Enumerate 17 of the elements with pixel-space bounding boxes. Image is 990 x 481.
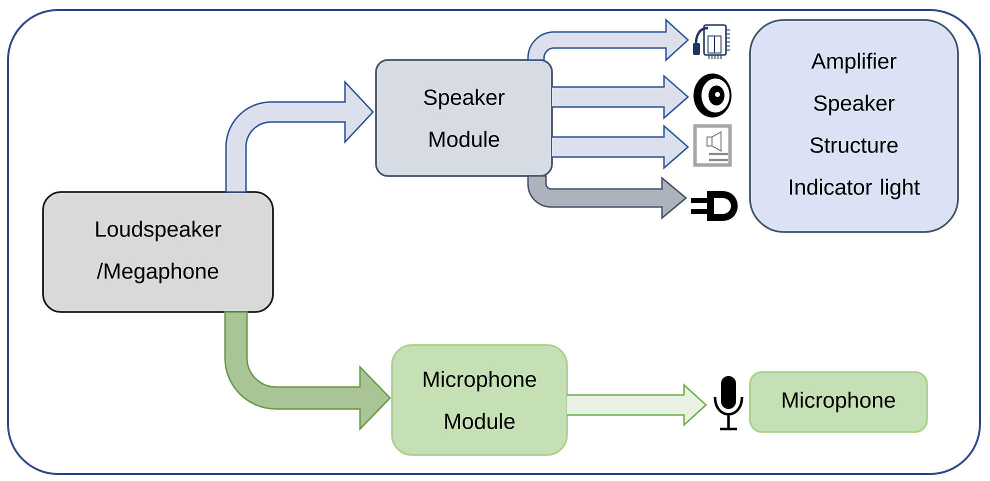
block-arrow [566, 383, 708, 427]
block-arrow [551, 124, 690, 170]
process-box: Loudspeaker /Megaphone [42, 191, 274, 313]
process-box: Speaker Module [375, 59, 553, 177]
chip-icon [693, 24, 730, 60]
block-arrow [225, 81, 374, 193]
block-arrow [224, 311, 391, 430]
speaker-icon [694, 74, 732, 118]
process-box: Amplifier Speaker Structure Indicator light [749, 19, 959, 233]
block-arrow [527, 19, 689, 61]
block-arrow [527, 175, 687, 219]
microphone-icon [714, 376, 744, 430]
process-box: Microphone Module [391, 344, 568, 456]
speaker-box-icon [693, 124, 732, 167]
plug-icon [691, 191, 738, 221]
block-arrow [551, 74, 690, 120]
process-box: Microphone [749, 371, 928, 433]
